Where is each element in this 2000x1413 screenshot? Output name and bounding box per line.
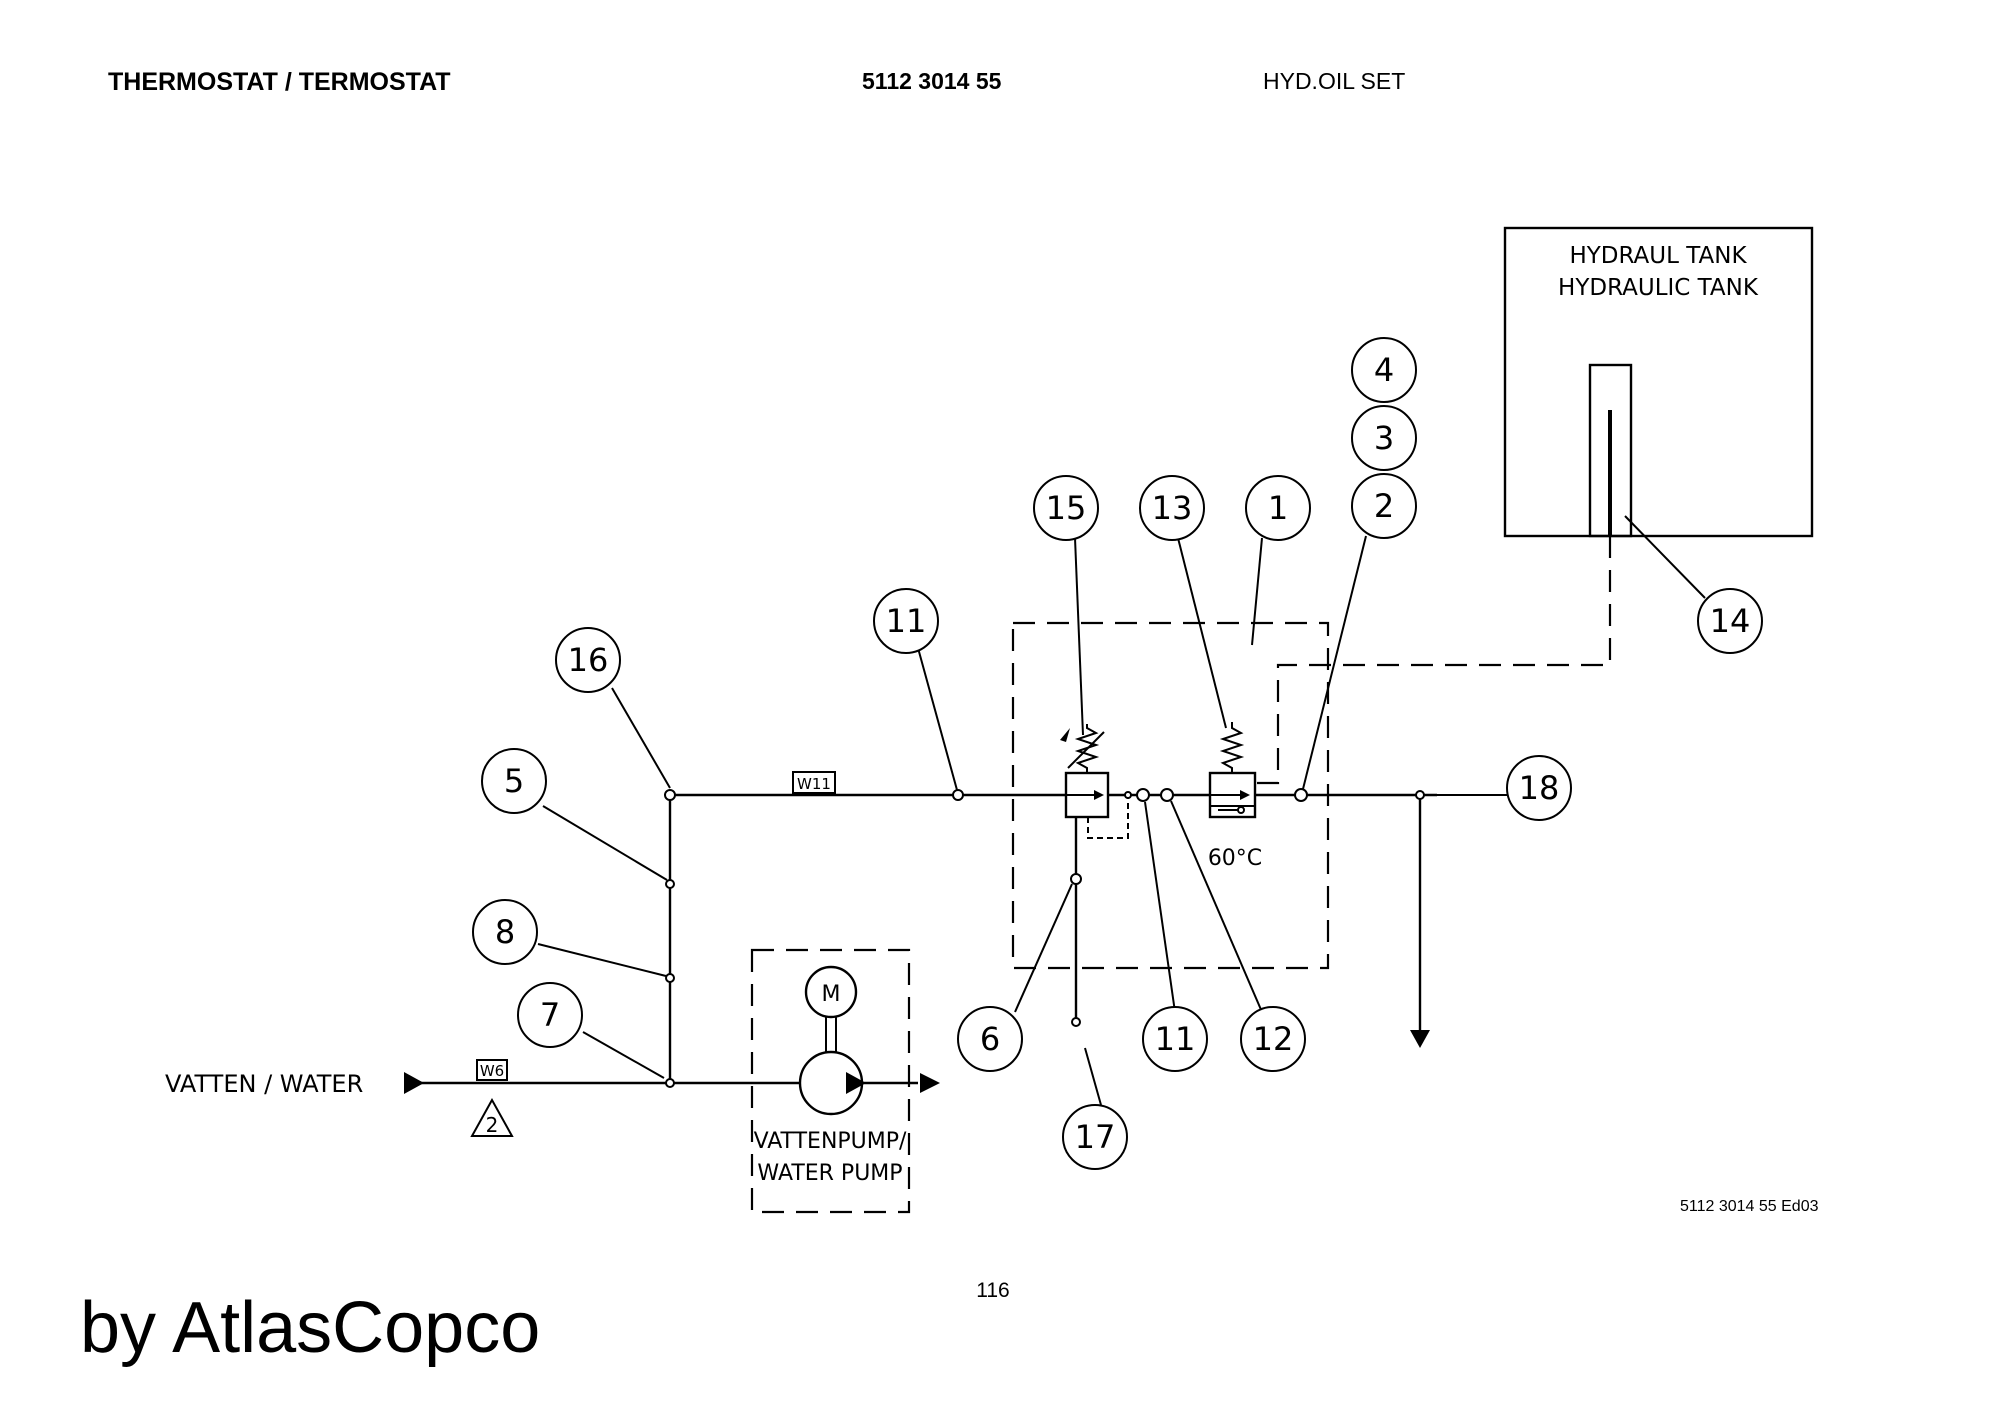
- svg-text:11: 11: [886, 602, 927, 640]
- pump-outlet-arrow: [920, 1073, 940, 1093]
- balloon-16: 16: [555, 627, 621, 693]
- w11-tag-box: [792, 771, 836, 794]
- svg-text:2: 2: [1374, 487, 1394, 525]
- balloon-1: 1: [1245, 475, 1311, 541]
- svg-text:16: 16: [568, 641, 609, 679]
- junction-8: [665, 973, 675, 983]
- junction-16: [664, 789, 676, 801]
- thermostat-temperature: 60°C: [1208, 846, 1262, 871]
- balloon-8: 8: [472, 899, 538, 965]
- revision-triangle: [470, 1097, 514, 1137]
- svg-text:4: 4: [1374, 351, 1394, 389]
- balloon-7: 7: [517, 982, 583, 1048]
- item-balloons: 4 3 2 15 13 1 11 16 14 5 18 8 7 6 11 12 …: [472, 337, 1763, 1170]
- junction-6: [1070, 873, 1082, 885]
- balloon-13: 13: [1139, 475, 1205, 541]
- water-inlet-label: VATTEN / WATER: [165, 1070, 363, 1098]
- svg-text:18: 18: [1519, 769, 1560, 807]
- publisher-watermark: by AtlasCopco: [80, 1288, 540, 1368]
- header-part-number: 5112 3014 55: [862, 68, 1002, 94]
- tank-label-line2: HYDRAULIC TANK: [1558, 275, 1759, 301]
- header-title: THERMOSTAT / TERMOSTAT: [108, 68, 451, 96]
- balloon-12: 12: [1240, 1006, 1306, 1072]
- svg-text:7: 7: [540, 996, 560, 1034]
- junction-12: [1160, 788, 1174, 802]
- balloon-11-top: 11: [873, 588, 939, 654]
- junction-7: [665, 1078, 675, 1088]
- balloon-4: 4: [1351, 337, 1417, 403]
- w6-tag-box: [476, 1059, 508, 1081]
- pump-label-line2: WATER PUMP: [757, 1161, 902, 1186]
- balloon-3: 3: [1351, 405, 1417, 471]
- svg-text:8: 8: [495, 913, 515, 951]
- svg-text:14: 14: [1710, 602, 1751, 640]
- w11-tag: W11: [797, 775, 831, 793]
- svg-text:15: 15: [1046, 489, 1087, 527]
- balloon-15: 15: [1033, 475, 1099, 541]
- balloon-2: 2: [1351, 473, 1417, 539]
- leader-lines: [537, 515, 1706, 1106]
- junction-11-bottom: [1136, 788, 1150, 802]
- pump-label-line1: VATTENPUMP/: [754, 1129, 907, 1154]
- balloon-11-bottom: 11: [1142, 1006, 1208, 1072]
- balloon-18: 18: [1506, 755, 1572, 821]
- balloon-17: 17: [1062, 1104, 1128, 1170]
- svg-text:5: 5: [504, 762, 524, 800]
- regulating-valve: [1060, 724, 1132, 839]
- motor-label: M: [822, 982, 841, 1007]
- water-pump: M VATTENPUMP/ WATER PUMP: [754, 965, 940, 1186]
- svg-text:3: 3: [1374, 419, 1394, 457]
- revision-triangle-number: 2: [486, 1113, 499, 1137]
- pump-assembly-boundary: [750, 948, 911, 1214]
- junction-11-top: [952, 789, 964, 801]
- junction-5: [665, 879, 675, 889]
- svg-text:12: 12: [1253, 1020, 1294, 1058]
- w6-tag: W6: [480, 1062, 504, 1080]
- svg-text:17: 17: [1075, 1118, 1116, 1156]
- svg-text:11: 11: [1155, 1020, 1196, 1058]
- junction-18: [1415, 790, 1425, 800]
- pipe-junctions: [664, 788, 1425, 1088]
- tank-label-line1: HYDRAUL TANK: [1569, 243, 1747, 269]
- header-set-name: HYD.OIL SET: [1263, 68, 1405, 94]
- page-number: 116: [976, 1279, 1009, 1302]
- balloon-5: 5: [481, 748, 547, 814]
- balloon-14: 14: [1697, 588, 1763, 654]
- svg-text:13: 13: [1152, 489, 1193, 527]
- thermostatic-valve: 60°C: [1208, 722, 1262, 871]
- junction-2: [1294, 788, 1308, 802]
- sensor-capillary-line: [1255, 536, 1612, 785]
- hydraulic-tank: HYDRAUL TANK HYDRAULIC TANK: [1503, 226, 1814, 538]
- drain-arrow: [1410, 1030, 1430, 1048]
- water-inlet-arrow: [404, 1072, 424, 1094]
- junction-17: [1071, 1017, 1081, 1027]
- motor-symbol: [804, 965, 858, 1019]
- edition-label: 5112 3014 55 Ed03: [1680, 1198, 1819, 1215]
- svg-text:1: 1: [1268, 489, 1288, 527]
- pump-direction-arrow: [846, 1072, 866, 1094]
- balloon-6: 6: [957, 1006, 1023, 1072]
- svg-text:6: 6: [980, 1020, 1000, 1058]
